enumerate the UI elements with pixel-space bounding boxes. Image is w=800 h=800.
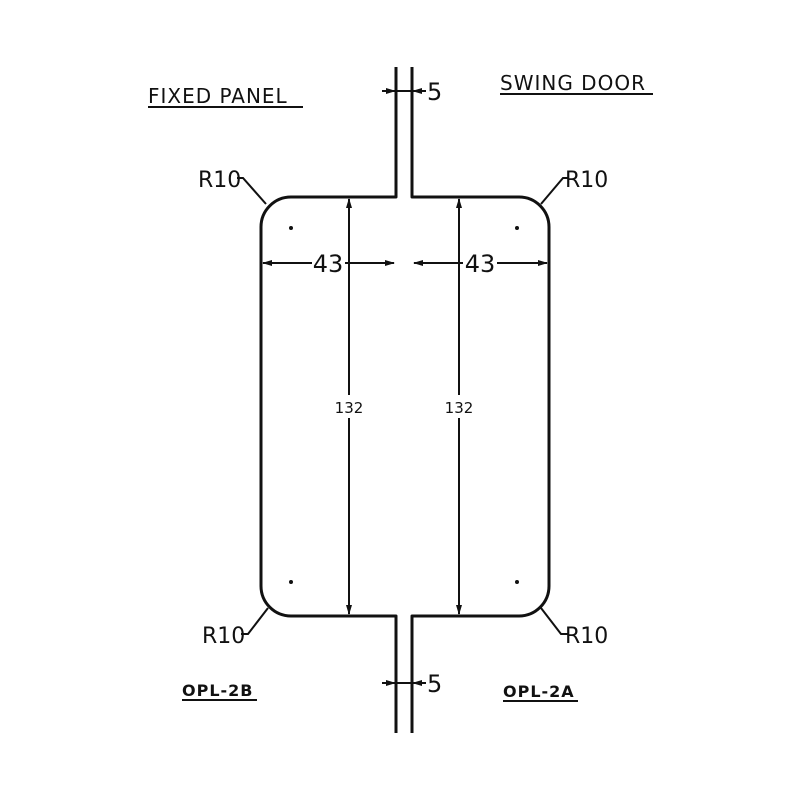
radius-leader-top-left: R10 bbox=[198, 168, 267, 205]
right-height-label: 132 bbox=[445, 399, 474, 417]
right-panel-code: OPL-2A bbox=[503, 682, 575, 701]
top-gap-dimension: 5 bbox=[382, 78, 442, 106]
left-panel-code: OPL-2B bbox=[182, 681, 254, 700]
hole-marks bbox=[289, 226, 519, 584]
swing-door-outline bbox=[410, 67, 551, 733]
radius-label: R10 bbox=[565, 168, 608, 193]
radius-label: R10 bbox=[198, 168, 241, 193]
bottom-gap-dimension: 5 bbox=[382, 670, 442, 698]
left-height-label: 132 bbox=[335, 399, 364, 417]
left-width-dimension: 43 bbox=[262, 250, 395, 278]
bottom-gap-label: 5 bbox=[427, 670, 442, 698]
right-height-dimension: 132 bbox=[445, 198, 474, 615]
fixed-panel-title: FIXED PANEL bbox=[148, 84, 288, 108]
radius-leader-top-right: R10 bbox=[540, 168, 608, 205]
radius-label: R10 bbox=[565, 624, 608, 649]
top-gap-label: 5 bbox=[427, 78, 442, 106]
fixed-panel-outline bbox=[259, 67, 398, 733]
radius-leader-bottom-right: R10 bbox=[540, 607, 608, 649]
swing-door-title: SWING DOOR bbox=[500, 71, 646, 95]
radius-leader-bottom-left: R10 bbox=[202, 607, 269, 649]
left-height-dimension: 132 bbox=[335, 198, 364, 615]
right-width-dimension: 43 bbox=[413, 250, 548, 278]
radius-label: R10 bbox=[202, 624, 245, 649]
left-width-label: 43 bbox=[313, 250, 344, 278]
right-width-label: 43 bbox=[465, 250, 496, 278]
